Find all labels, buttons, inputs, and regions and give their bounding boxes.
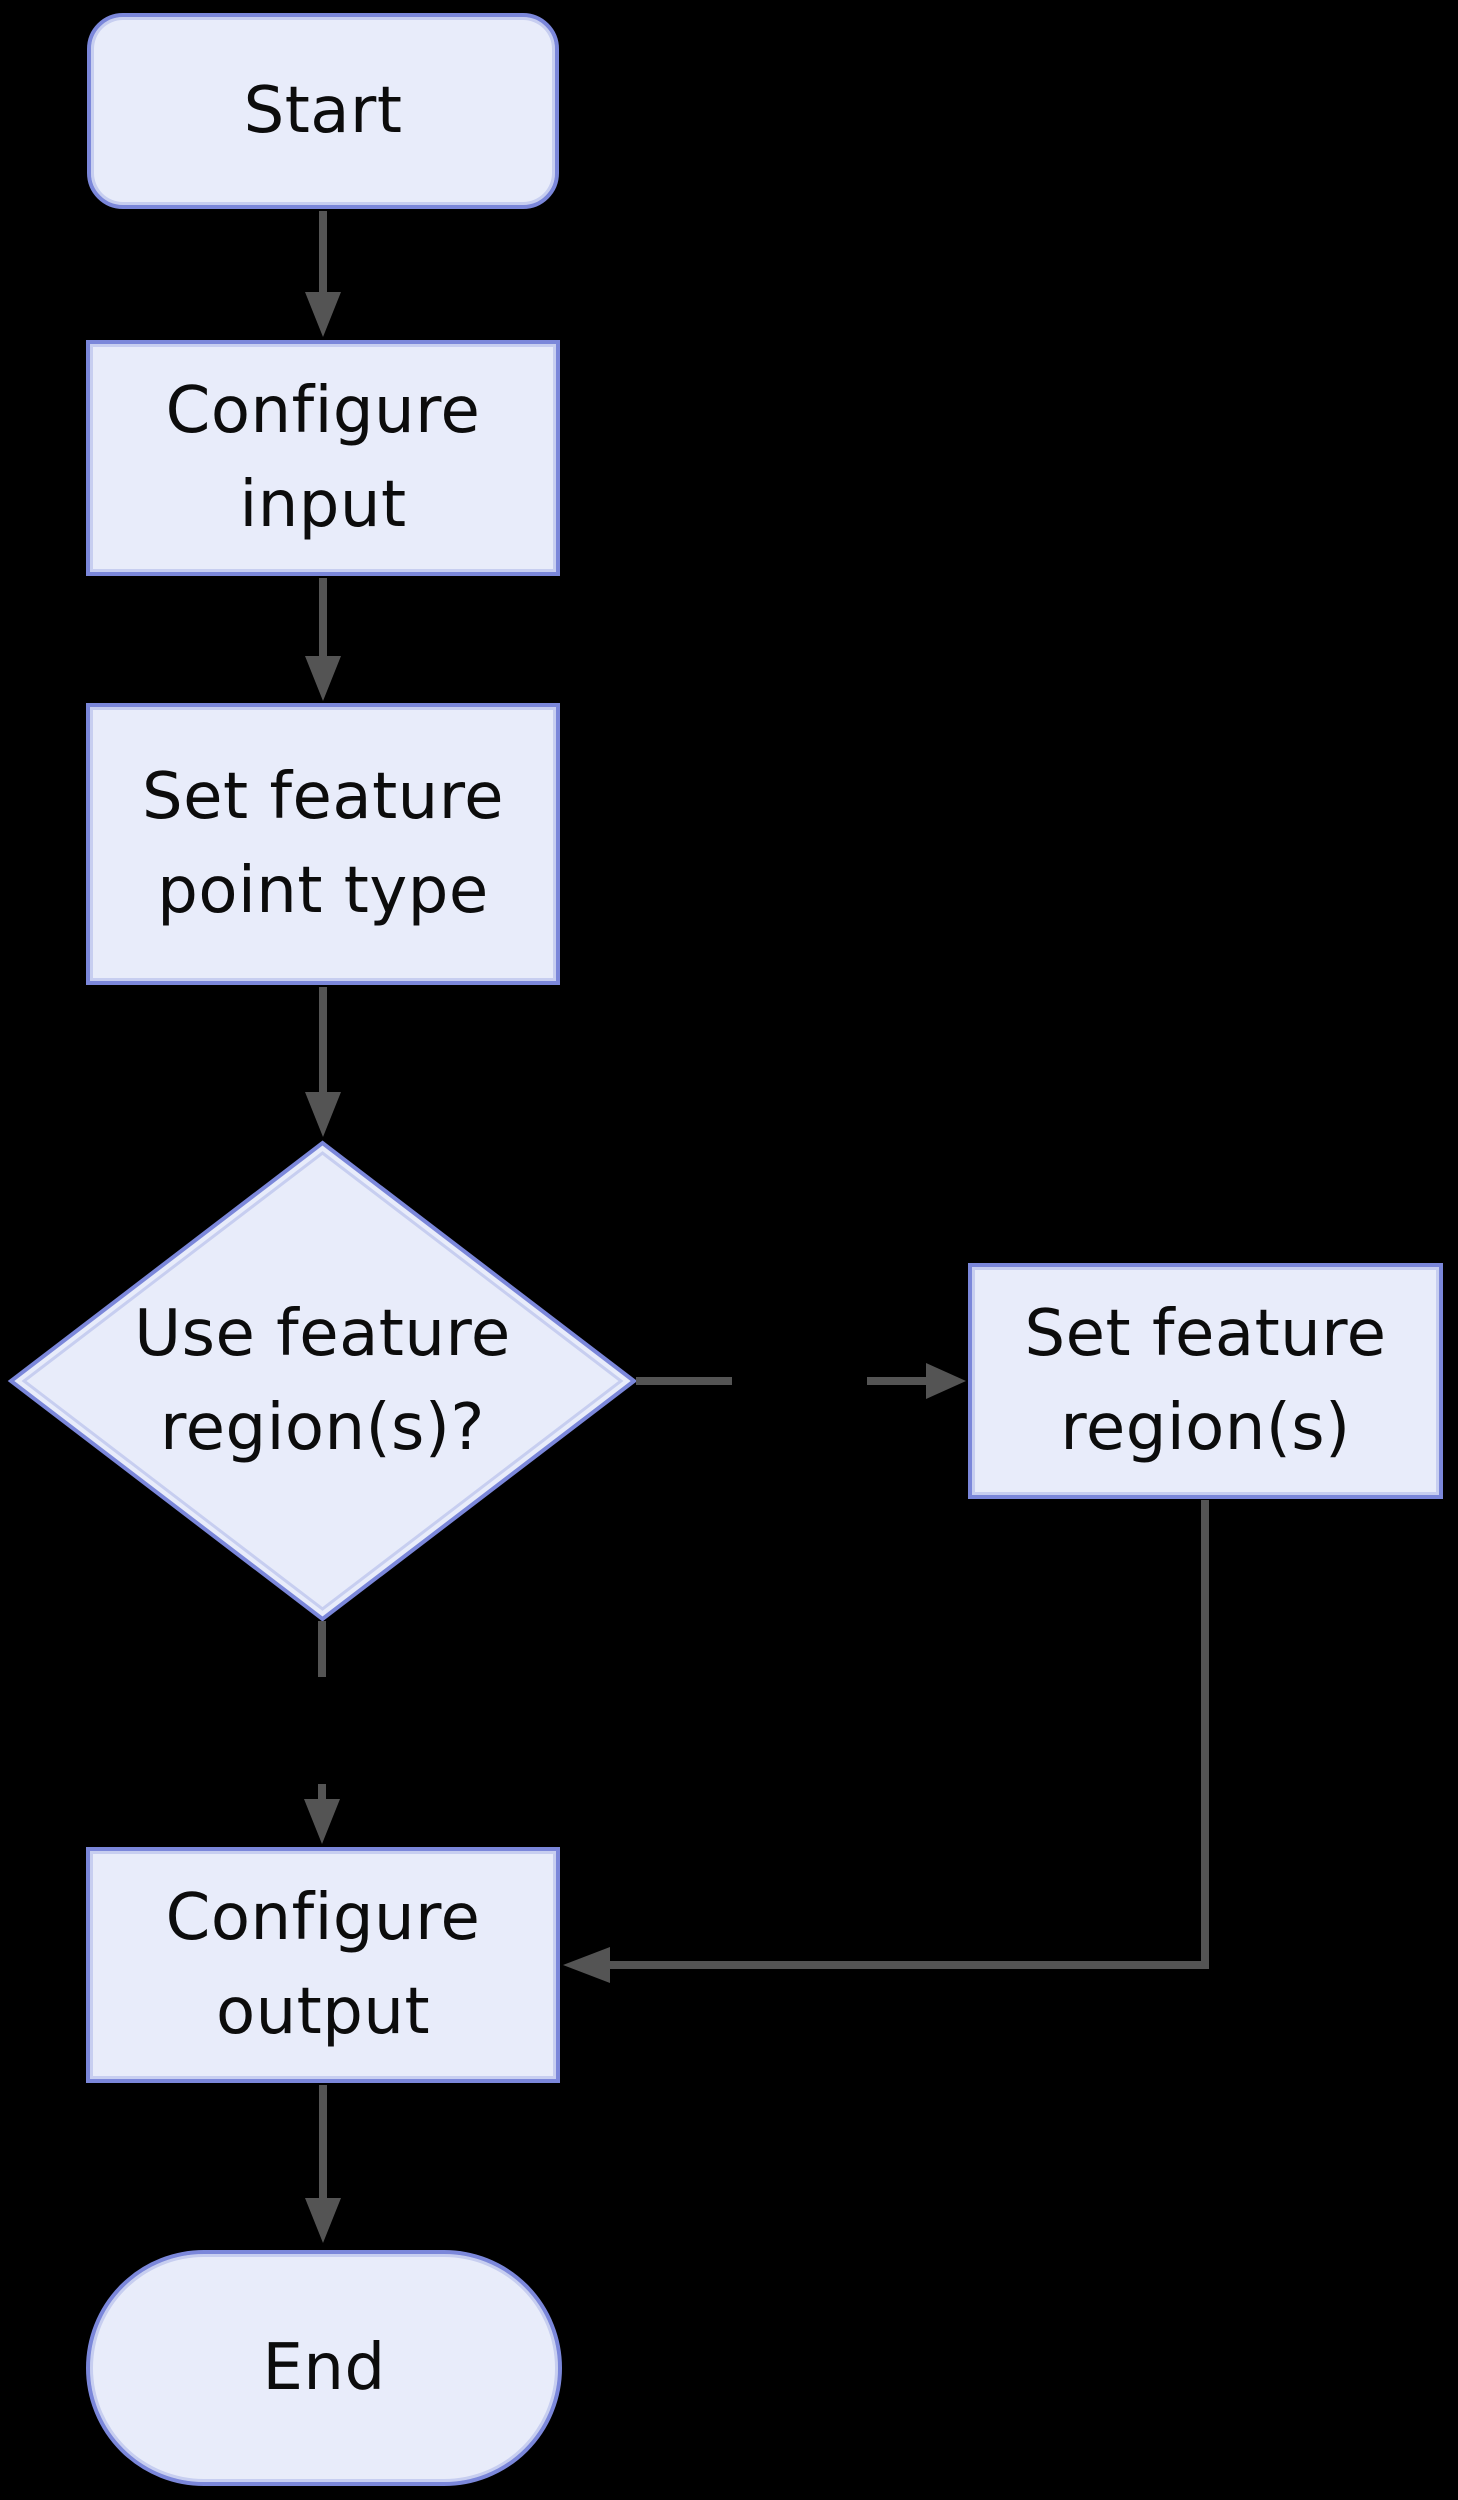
arrowhead-left-icon [563, 1947, 610, 1983]
node-configure-output-label-line2: output [215, 1975, 431, 2049]
node-use-feature-regions-label-line2: region(s)? [160, 1391, 485, 1465]
node-configure-output: Configure output [86, 1847, 560, 2083]
edge-set-feature-regions-to-configure-output [563, 1500, 1209, 1983]
edge-use-feature-regions-to-set-feature-regions [636, 1363, 966, 1399]
node-set-feature-point-type-label-line2: point type [157, 854, 489, 928]
arrowhead-down-icon [304, 1799, 340, 1844]
edge-configure-input-to-set-feature-point-type [305, 578, 341, 701]
arrowhead-right-icon [926, 1363, 966, 1399]
node-use-feature-regions-label-line1: Use feature [134, 1297, 511, 1371]
node-configure-input-label-line2: input [239, 468, 407, 542]
edge-use-feature-regions-to-configure-output [304, 1621, 340, 1844]
node-end: End [86, 2250, 562, 2486]
node-set-feature-point-type: Set feature point type [86, 703, 560, 985]
node-set-feature-regions: Set feature region(s) [968, 1263, 1443, 1499]
node-set-feature-regions-label-line1: Set feature [1024, 1297, 1387, 1371]
node-configure-input-label-line1: Configure [165, 374, 481, 448]
node-set-feature-point-type-label-line1: Set feature [142, 760, 504, 834]
node-set-feature-regions-label-line2: region(s) [1060, 1391, 1351, 1465]
arrowhead-down-icon [305, 292, 341, 337]
node-use-feature-regions-label: Use feature region(s)? [22, 1286, 623, 1476]
decision-diamond-inner-line [21, 1151, 624, 1611]
node-configure-input: Configure input [86, 340, 560, 576]
node-use-feature-regions-shape [7, 1140, 638, 1622]
node-configure-output-label-line1: Configure [165, 1881, 481, 1955]
edge-configure-output-to-end [305, 2085, 341, 2243]
arrowhead-down-icon [305, 656, 341, 701]
node-start-label: Start [243, 74, 403, 148]
edge-set-feature-point-type-to-use-feature-regions [305, 987, 341, 1137]
edge-start-to-configure-input [305, 211, 341, 337]
decision-diamond [7, 1140, 638, 1622]
node-end-label: End [262, 2331, 386, 2405]
node-start: Start [87, 13, 559, 209]
arrowhead-down-icon [305, 1092, 341, 1137]
arrowhead-down-icon [305, 2198, 341, 2243]
